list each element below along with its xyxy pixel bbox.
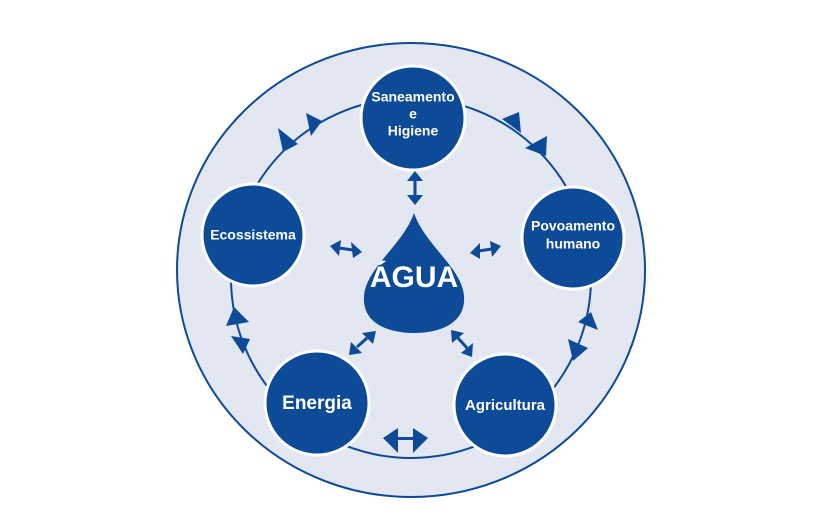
ring-arrow-left-b <box>231 336 250 354</box>
ecossistema-label: Ecossistema <box>210 227 296 243</box>
ring-arrow-upper-left-a <box>306 113 322 136</box>
agricultura-node <box>452 352 558 458</box>
saneamento-label-line2: e <box>409 106 417 122</box>
ring-arrow-bottom-b <box>413 428 428 453</box>
water-drop <box>363 213 465 333</box>
saneamento-label-line3: Higiene <box>388 123 439 139</box>
arrow-drop-saneamento <box>407 171 423 205</box>
arrow-drop-ecossistema <box>330 240 362 258</box>
ring-arrow-bottom-bar <box>396 437 415 440</box>
energia-node <box>263 349 371 457</box>
ring-arrow-upper-right-b <box>525 136 547 156</box>
ring-arrow-upper-left-b <box>278 128 298 152</box>
arrow-drop-agricultura <box>451 330 473 357</box>
energia-label: Energia <box>282 393 352 414</box>
arrow-drop-povoamento <box>470 241 501 259</box>
ring-arrow-upper-right-a <box>502 112 521 133</box>
arrow-drop-energia <box>349 331 376 355</box>
saneamento-label-line1: Saneamento <box>371 89 454 105</box>
ring-arrow-left-a <box>226 307 249 326</box>
povoamento-label-line2: humano <box>546 236 600 252</box>
ecossistema-node <box>200 182 306 288</box>
povoamento-node <box>520 185 626 291</box>
agricultura-label: Agricultura <box>465 397 546 414</box>
saneamento-node <box>359 64 467 172</box>
ring-arrow-right-a <box>578 312 598 330</box>
ring-arrow-right-b <box>568 339 588 361</box>
povoamento-label-line1: Povoamento <box>531 218 615 234</box>
ring-arrow-bottom-a <box>383 428 398 453</box>
center-label: ÁGUA <box>370 260 458 294</box>
